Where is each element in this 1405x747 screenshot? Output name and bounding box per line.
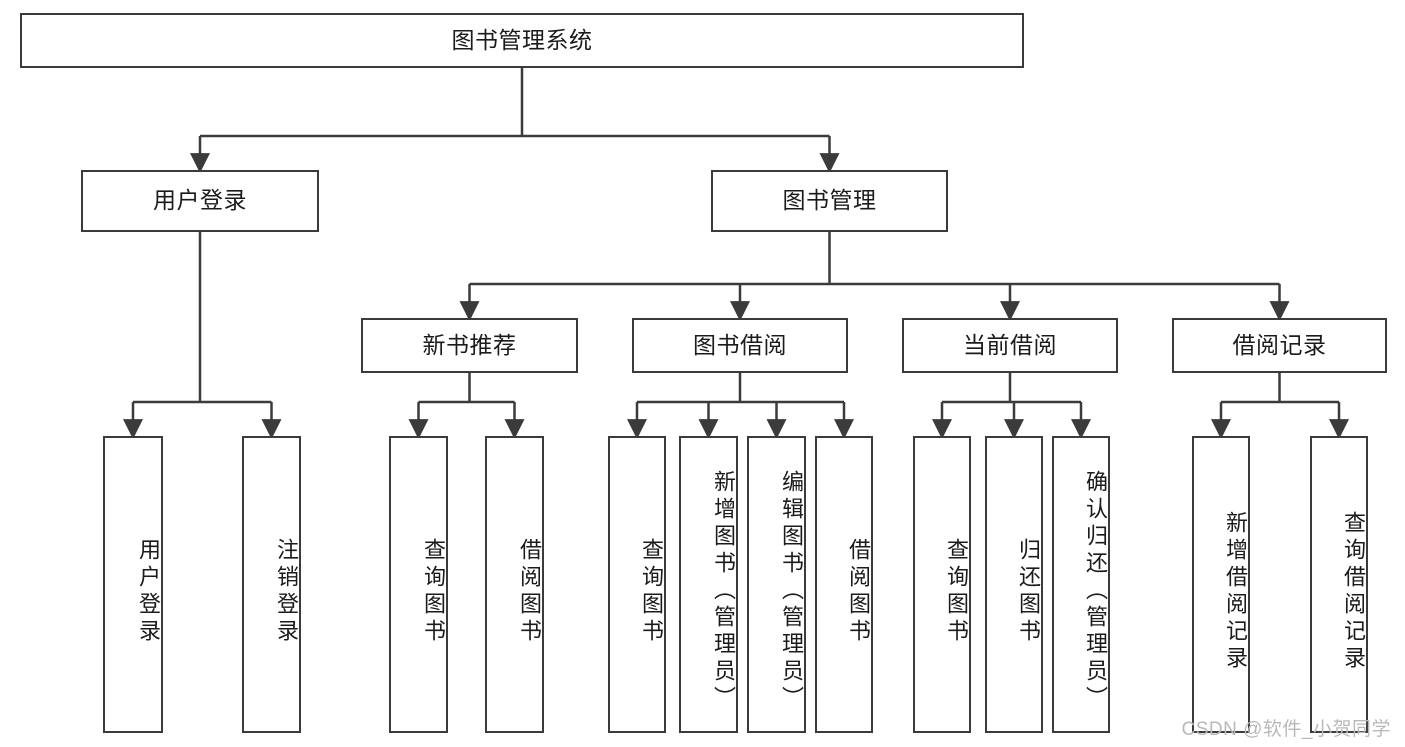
- node-borrow-record[interactable]: 借阅记录: [1172, 318, 1387, 373]
- leaf-record-add-record[interactable]: 新增借阅记录: [1192, 436, 1250, 733]
- leaf-borrow-edit-book-label: 编辑图书（管理员）: [779, 470, 804, 713]
- leaf-current-query-book[interactable]: 查询图书: [913, 436, 971, 733]
- leaf-record-query-record-label: 查询借阅记录: [1341, 510, 1366, 673]
- node-user-login-label: 用户登录: [153, 187, 247, 214]
- leaf-recommend-borrow-book[interactable]: 借阅图书: [485, 436, 544, 733]
- leaf-user-logout-label: 注销登录: [274, 537, 299, 646]
- leaf-recommend-borrow-book-label: 借阅图书: [517, 537, 542, 646]
- node-user-login[interactable]: 用户登录: [81, 170, 319, 232]
- leaf-current-return-book-label: 归还图书: [1016, 537, 1041, 646]
- leaf-current-confirm-return-label: 确认归还（管理员）: [1083, 470, 1108, 713]
- leaf-user-login[interactable]: 用户登录: [103, 436, 163, 733]
- leaf-recommend-query-book[interactable]: 查询图书: [389, 436, 448, 733]
- node-book-manage[interactable]: 图书管理: [711, 170, 948, 232]
- leaf-user-login-label: 用户登录: [136, 537, 161, 646]
- node-book-borrow[interactable]: 图书借阅: [632, 318, 848, 373]
- node-book-borrow-label: 图书借阅: [693, 331, 787, 358]
- leaf-user-logout[interactable]: 注销登录: [242, 436, 301, 733]
- node-current-borrow-label: 当前借阅: [963, 331, 1057, 358]
- leaf-current-confirm-return[interactable]: 确认归还（管理员）: [1052, 436, 1110, 733]
- leaf-borrow-query-book-label: 查询图书: [639, 537, 664, 646]
- leaf-borrow-query-book[interactable]: 查询图书: [608, 436, 666, 733]
- leaf-record-add-record-label: 新增借阅记录: [1223, 510, 1248, 673]
- leaf-borrow-add-book-label: 新增图书（管理员）: [711, 470, 736, 713]
- leaf-borrow-borrow-book-label: 借阅图书: [846, 537, 871, 646]
- node-root[interactable]: 图书管理系统: [20, 13, 1024, 68]
- leaf-record-query-record[interactable]: 查询借阅记录: [1310, 436, 1368, 733]
- leaf-borrow-edit-book[interactable]: 编辑图书（管理员）: [747, 436, 806, 733]
- leaf-current-return-book[interactable]: 归还图书: [985, 436, 1043, 733]
- leaf-current-query-book-label: 查询图书: [944, 537, 969, 646]
- node-book-manage-label: 图书管理: [782, 187, 877, 214]
- leaf-borrow-borrow-book[interactable]: 借阅图书: [815, 436, 873, 733]
- node-borrow-record-label: 借阅记录: [1232, 331, 1327, 358]
- node-root-label: 图书管理系统: [451, 26, 593, 53]
- leaf-recommend-query-book-label: 查询图书: [421, 537, 446, 646]
- node-current-borrow[interactable]: 当前借阅: [902, 318, 1118, 373]
- node-new-book-recommend[interactable]: 新书推荐: [361, 318, 578, 373]
- node-new-book-recommend-label: 新书推荐: [422, 331, 517, 358]
- leaf-borrow-add-book[interactable]: 新增图书（管理员）: [679, 436, 738, 733]
